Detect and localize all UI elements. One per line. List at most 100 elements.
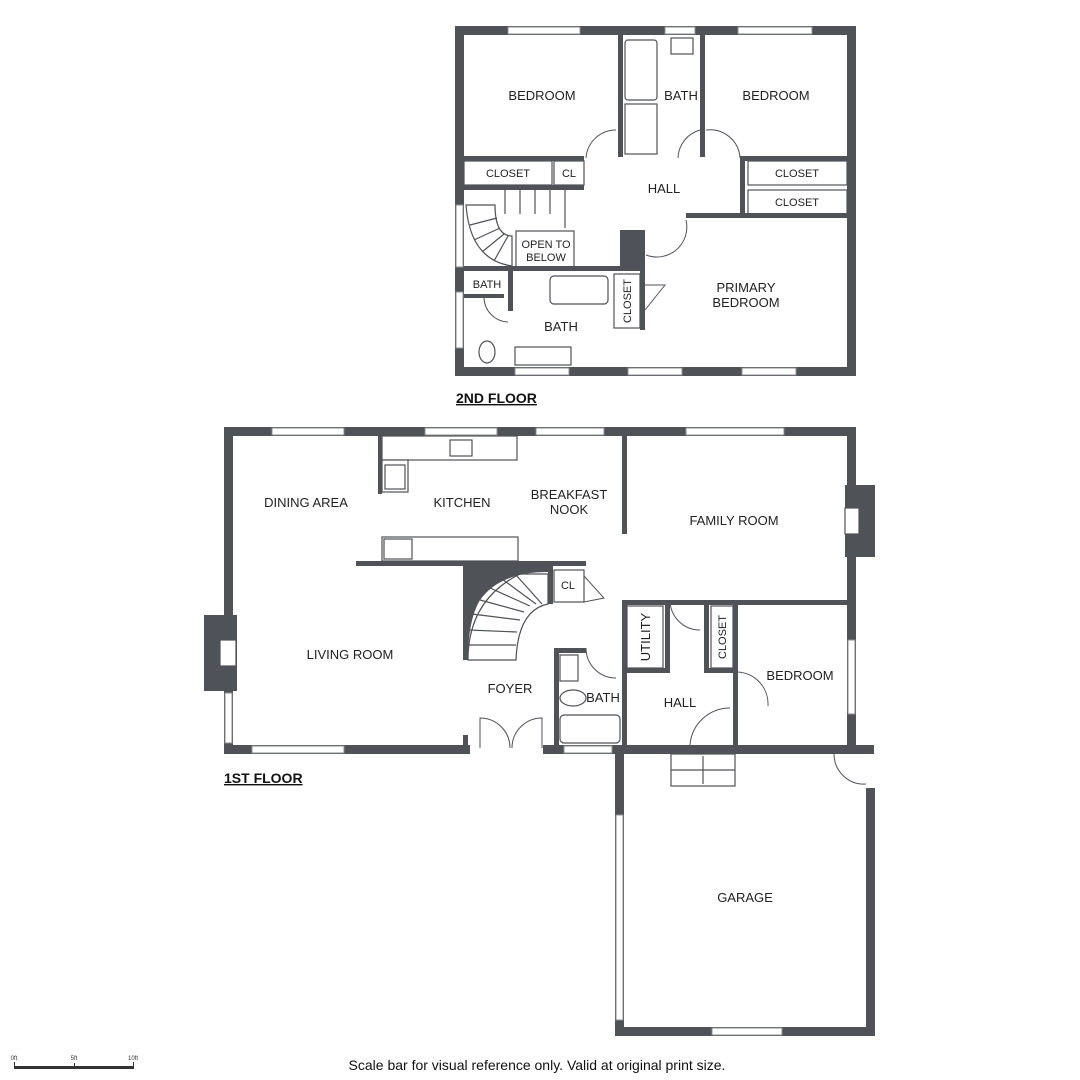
room-label-bedroom: BEDROOM bbox=[766, 668, 833, 683]
fireplace-hearth bbox=[219, 639, 237, 667]
door-swing bbox=[585, 129, 617, 159]
room-label-cl: CL bbox=[561, 580, 575, 592]
window bbox=[741, 367, 797, 376]
door-swing bbox=[669, 599, 701, 631]
room-label-bath-small: BATH bbox=[473, 279, 502, 291]
wall bbox=[356, 561, 586, 566]
wall bbox=[620, 230, 642, 270]
room-label-hall: HALL bbox=[648, 181, 681, 196]
wall bbox=[455, 26, 464, 376]
sink bbox=[559, 654, 579, 682]
open-to-below-outline bbox=[515, 230, 575, 268]
stair-treads bbox=[469, 190, 566, 262]
wall bbox=[740, 156, 745, 218]
wall bbox=[548, 566, 553, 604]
room-label-closet-vertical: CLOSET bbox=[622, 279, 634, 323]
door-swing bbox=[511, 717, 543, 749]
wall bbox=[554, 648, 586, 653]
wall bbox=[847, 26, 856, 376]
wall bbox=[622, 668, 670, 673]
toilet bbox=[559, 689, 587, 707]
range bbox=[384, 464, 406, 490]
sink bbox=[670, 37, 694, 55]
door-swing bbox=[583, 575, 605, 603]
window bbox=[251, 745, 345, 754]
wall bbox=[704, 600, 709, 672]
closet-outline bbox=[553, 569, 585, 603]
window bbox=[455, 204, 464, 268]
floor-title-first: 1ST FLOOR bbox=[224, 770, 303, 786]
wall bbox=[665, 600, 670, 672]
window bbox=[455, 291, 464, 349]
door-swing bbox=[644, 284, 667, 311]
closet-outline bbox=[553, 160, 585, 186]
wall bbox=[463, 735, 468, 747]
wall bbox=[640, 230, 645, 330]
room-label-family: FAMILY ROOM bbox=[689, 513, 778, 528]
toilet bbox=[478, 340, 496, 364]
stair-outline bbox=[465, 204, 513, 267]
room-label-closet-right-1: CLOSET bbox=[775, 168, 819, 180]
closet-outline bbox=[747, 189, 848, 215]
wall bbox=[224, 427, 233, 754]
window bbox=[711, 1027, 783, 1036]
room-label-bath-top: BATH bbox=[664, 88, 698, 103]
room-label-living: LIVING ROOM bbox=[307, 647, 394, 662]
room-label-bedroom-right: BEDROOM bbox=[742, 88, 809, 103]
room-label-closet: CLOSET bbox=[717, 615, 729, 659]
scale-tick bbox=[74, 1063, 75, 1069]
wall bbox=[464, 185, 584, 190]
wall bbox=[455, 26, 856, 35]
window bbox=[664, 26, 696, 35]
room-label-utility: UTILITY bbox=[638, 612, 653, 661]
wall bbox=[700, 35, 705, 157]
window bbox=[514, 367, 570, 376]
stair-treads bbox=[468, 574, 543, 646]
window bbox=[627, 367, 683, 376]
door-swing bbox=[645, 219, 688, 258]
window bbox=[563, 745, 613, 754]
scale-tick-label-5: 5ft bbox=[71, 1056, 78, 1062]
garage-door bbox=[615, 814, 624, 1021]
scale-bar: 0ft 5ft 10ft bbox=[11, 1056, 138, 1069]
room-label-kitchen: KITCHEN bbox=[433, 495, 490, 510]
utility-outline bbox=[626, 605, 664, 669]
scale-tick bbox=[133, 1062, 134, 1069]
wall bbox=[464, 266, 644, 271]
closet-outline bbox=[463, 160, 553, 186]
room-label-closet-right-2: CLOSET bbox=[775, 197, 819, 209]
door-swing bbox=[833, 753, 867, 785]
vanity bbox=[514, 346, 572, 366]
room-label-garage: GARAGE bbox=[717, 890, 773, 905]
room-label-dining: DINING AREA bbox=[264, 495, 348, 510]
bathtub bbox=[549, 275, 609, 305]
wall bbox=[622, 436, 627, 534]
room-label-primary: PRIMARY bbox=[717, 280, 776, 295]
wall bbox=[554, 648, 559, 745]
wall bbox=[508, 271, 513, 311]
door-swing bbox=[483, 297, 509, 323]
bathtub bbox=[624, 39, 658, 101]
wall bbox=[847, 427, 856, 754]
window bbox=[507, 26, 581, 35]
room-label-foyer: FOYER bbox=[488, 681, 533, 696]
closet-outline bbox=[747, 160, 848, 186]
shower bbox=[624, 103, 658, 155]
wall bbox=[686, 213, 847, 218]
window bbox=[424, 427, 498, 436]
wall bbox=[740, 156, 847, 161]
stair-outline bbox=[467, 573, 549, 661]
wall bbox=[618, 35, 623, 157]
room-label-nook: NOOK bbox=[550, 502, 589, 517]
scale-tick bbox=[14, 1062, 15, 1069]
door-swing bbox=[677, 129, 701, 159]
wall bbox=[704, 668, 736, 673]
room-label-hall: HALL bbox=[664, 695, 697, 710]
room-label-closet-left: CLOSET bbox=[486, 168, 530, 180]
window bbox=[847, 639, 856, 715]
floor-title-second: 2ND FLOOR bbox=[456, 390, 537, 406]
door-swing bbox=[705, 129, 741, 159]
window bbox=[535, 427, 605, 436]
fireplace-hearth bbox=[844, 507, 860, 535]
